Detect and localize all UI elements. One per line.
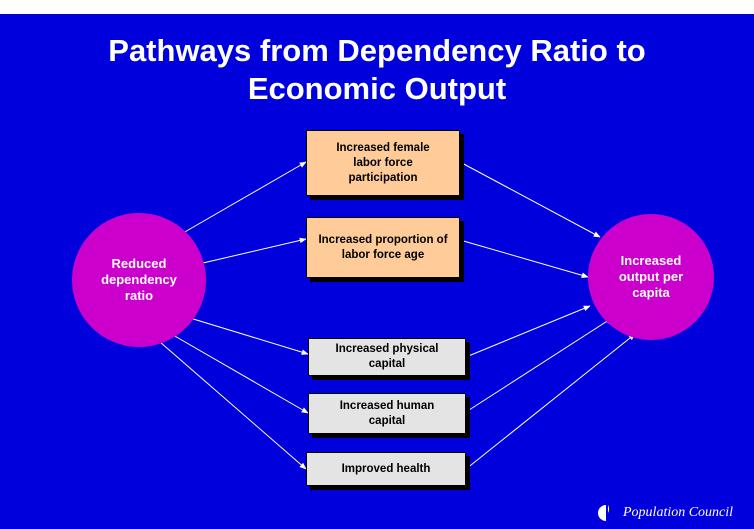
- arrow-female-labor-to-target: [459, 161, 601, 238]
- arrow-labor-age-to-target: [459, 239, 589, 278]
- slide-title: Pathways from Dependency Ratio to Econom…: [108, 33, 646, 106]
- arrow-health-to-target: [465, 333, 636, 470]
- pathway-label: Increased human capital: [339, 399, 435, 427]
- population-council-logo: Population Council: [596, 503, 733, 523]
- pathway-label: Increased female labor force participati…: [336, 141, 430, 184]
- pathway-label: Increased physical capital: [335, 343, 439, 370]
- source-node-label: Reduced dependency ratio: [101, 256, 177, 303]
- target-node-circle: Increased output per capita: [588, 214, 714, 340]
- pathway-box-human-capital: Increased human capital: [308, 393, 466, 434]
- arrow-source-to-female-labor: [182, 161, 307, 234]
- logo-text: Population Council: [623, 505, 734, 520]
- pathway-box-physical-capital: Increased physical capital: [308, 338, 466, 376]
- top-border: [0, 0, 754, 14]
- arrow-source-to-health: [159, 341, 307, 470]
- arrow-source-to-human-capital: [172, 334, 309, 414]
- population-council-logo-icon: [598, 505, 610, 521]
- pathway-box-labor-age: Increased proportion of labor force age: [306, 217, 460, 278]
- arrow-physical-capital-to-target: [465, 305, 591, 358]
- pathway-box-female-labor: Increased female labor force participati…: [306, 130, 460, 196]
- pathway-label: Increased proportion of labor force age: [318, 233, 448, 261]
- pathway-box-health: Improved health: [306, 452, 466, 486]
- arrow-source-to-physical-capital: [189, 317, 309, 355]
- target-node-label: Increased output per capita: [618, 253, 684, 300]
- pathway-label: Improved health: [341, 462, 431, 475]
- source-node-circle: Reduced dependency ratio: [72, 213, 206, 347]
- arrow-human-capital-to-target: [465, 317, 613, 413]
- arrow-source-to-labor-age: [202, 237, 307, 264]
